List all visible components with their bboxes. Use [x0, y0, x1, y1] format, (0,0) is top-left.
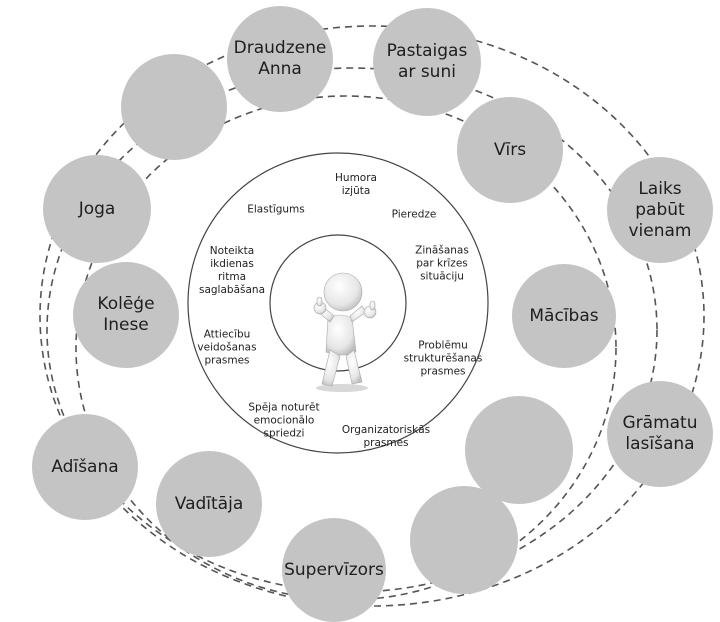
- resource-draudzene-anna: Draudzene Anna: [227, 6, 333, 112]
- resource-adisana: Adīšana: [32, 414, 138, 520]
- resource-label: Grāmatu lasīšana: [622, 413, 698, 454]
- resource-label: Mācības: [529, 305, 599, 326]
- resource-label: Laiks pabūt vienam: [628, 178, 692, 241]
- resource-label: Supervīzors: [284, 559, 384, 580]
- outer-dashed-ring: [39, 25, 705, 607]
- resource-kolege-inese: Kolēģe Inese: [73, 262, 179, 368]
- resource-label: Kolēģe Inese: [97, 294, 155, 335]
- resource-vaditaja: Vadītāja: [156, 451, 262, 557]
- resource-supervizors: Supervīzors: [282, 518, 386, 622]
- resource-label: Adīšana: [51, 456, 119, 477]
- skill-attiecibu-veidosanas: Attiecību veidošanas prasmes: [197, 328, 257, 367]
- resource-gramatu-lasisana: Grāmatu lasīšana: [607, 381, 713, 487]
- thumbs-up-person-icon: [313, 272, 377, 392]
- resource-pastaigas-ar-suni: Pastaigas ar suni: [373, 8, 481, 116]
- resource-empty-bottom-right: [410, 486, 518, 594]
- resource-label: Pastaigas ar suni: [386, 41, 468, 82]
- resource-label: Vadītāja: [174, 493, 244, 514]
- skill-elastigums: Elastīgums: [247, 203, 305, 216]
- skill-humora-izjuta: Humora izjūta: [335, 172, 377, 197]
- resource-label: Draudzene Anna: [233, 38, 327, 79]
- resource-label: Vīrs: [493, 139, 527, 160]
- resource-macibas: Mācības: [512, 264, 616, 368]
- skill-zinasanas-par-krizes: Zināšanas par krīzes situāciju: [415, 244, 469, 283]
- resource-laiks-pabut-vienam: Laiks pabūt vienam: [607, 157, 713, 263]
- resource-joga: Joga: [43, 155, 151, 263]
- resource-empty-right-lower: [465, 396, 573, 504]
- skill-pieredze: Pieredze: [391, 208, 437, 221]
- skill-problemu-strukturesanas: Problēmu strukturēšanas prasmes: [403, 339, 483, 378]
- resource-label: Joga: [78, 198, 116, 219]
- skill-noteikta-ikdienas-ritma: Noteikta ikdienas ritma saglabāšana: [198, 245, 266, 296]
- skill-speja-noturet: Spēja noturēt emocionālo spriedzi: [248, 401, 320, 440]
- resource-virs: Vīrs: [457, 97, 563, 203]
- skill-organizatoriskas: Organizatoriskās prasmes: [341, 424, 431, 449]
- resource-empty-top-left: [121, 54, 227, 160]
